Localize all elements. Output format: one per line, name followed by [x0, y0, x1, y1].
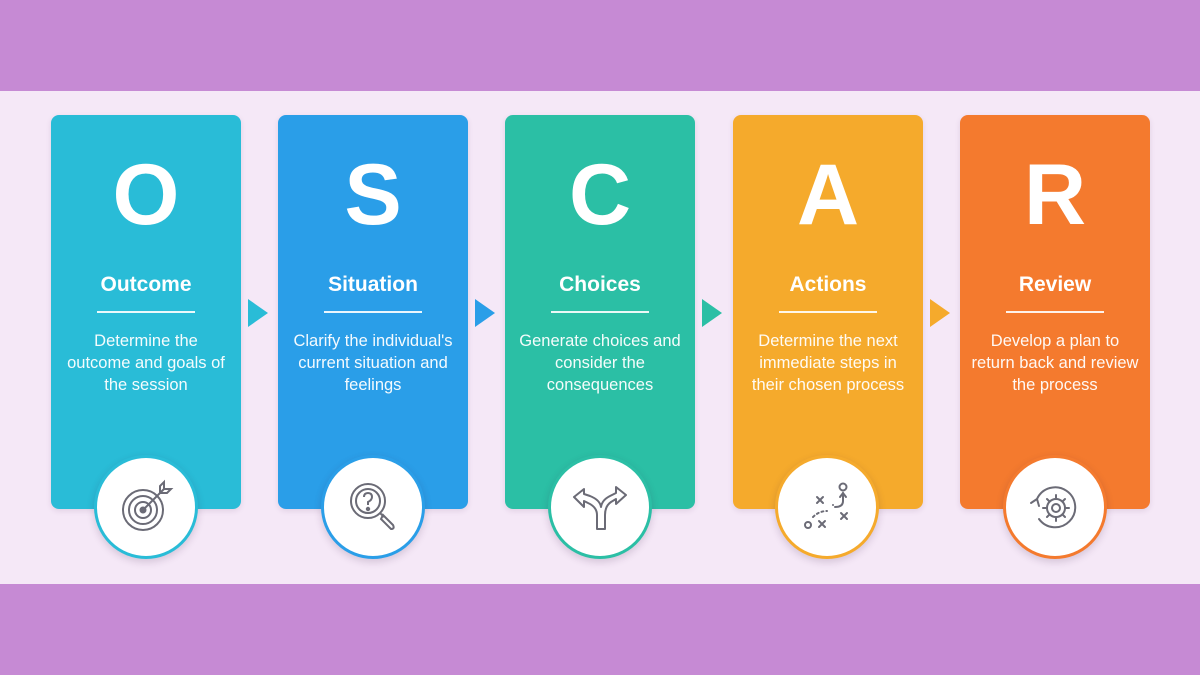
step-card-situation: S Situation Clarify the individual's cur…: [278, 115, 468, 509]
step-letter: R: [1023, 147, 1087, 243]
step-description: Generate choices and consider the conseq…: [519, 332, 681, 394]
step-letter: O: [112, 147, 180, 243]
step-title: Actions: [789, 273, 867, 296]
step-title: Outcome: [100, 273, 192, 296]
step-description: Determine the outcome and goals of the s…: [67, 332, 225, 394]
title-divider: [324, 311, 422, 313]
flow-arrow-icon: [475, 299, 495, 327]
target-icon: [94, 455, 198, 559]
step-description: Develop a plan to return back and review…: [971, 332, 1139, 394]
step-card-choices: C Choices Generate choices and consider …: [505, 115, 695, 509]
title-divider: [779, 311, 877, 313]
fork-arrows-icon: [548, 455, 652, 559]
step-letter: S: [344, 147, 402, 243]
step-title: Choices: [559, 273, 641, 296]
title-divider: [551, 311, 649, 313]
gear-cycle-icon: [1003, 455, 1107, 559]
step-card-review: R Review Develop a plan to return back a…: [960, 115, 1150, 509]
step-letter: A: [796, 147, 860, 243]
step-card-outcome: O Outcome Determine the outcome and goal…: [51, 115, 241, 509]
flow-arrow-icon: [702, 299, 722, 327]
step-description: Clarify the individual's current situati…: [293, 332, 453, 394]
flow-arrow-icon: [248, 299, 268, 327]
flow-arrow-icon: [930, 299, 950, 327]
step-card-actions: A Actions Determine the next immediate s…: [733, 115, 923, 509]
step-description: Determine the next immediate steps in th…: [751, 332, 905, 394]
step-title: Situation: [328, 273, 418, 296]
title-divider: [97, 311, 195, 313]
title-divider: [1006, 311, 1104, 313]
strategy-plan-icon: [775, 455, 879, 559]
step-title: Review: [1018, 273, 1092, 296]
magnifier-question-icon: [321, 455, 425, 559]
step-letter: C: [568, 147, 632, 243]
